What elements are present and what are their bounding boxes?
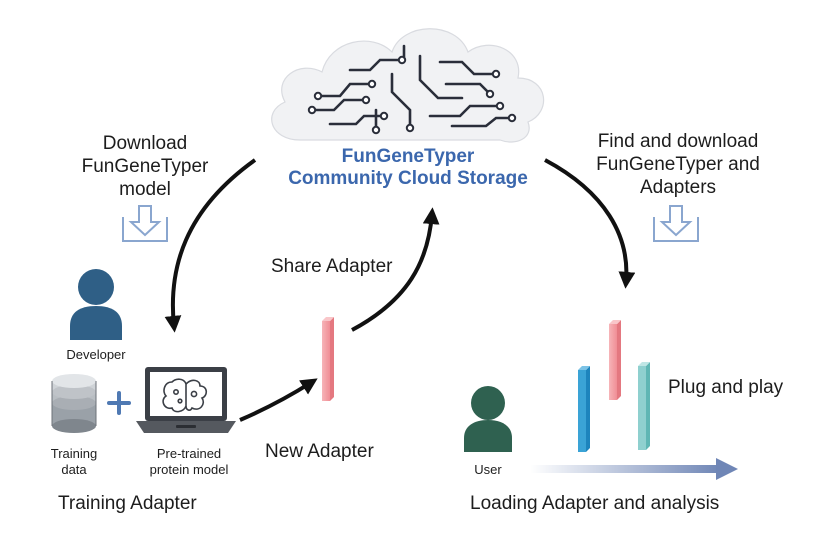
download-model-line2: FunGeneTyper <box>81 156 209 177</box>
adapter-blue-block <box>578 366 590 452</box>
developer-label: Developer <box>66 347 126 362</box>
user-flow-arrow <box>530 458 738 480</box>
share-adapter-arrow <box>351 207 440 332</box>
cloud-title-line2: Community Cloud Storage <box>288 168 528 189</box>
find-download-arrow <box>544 158 636 289</box>
cloud-icon <box>271 28 545 143</box>
database-icon <box>51 374 97 433</box>
developer-person-icon <box>70 269 122 340</box>
adapter-pink-block <box>609 320 621 400</box>
download-icon-right <box>653 205 699 242</box>
download-model-line1: Download <box>102 133 188 154</box>
training-adapter-label: Training Adapter <box>58 493 197 514</box>
download-model-line3: model <box>119 179 171 200</box>
laptop-icon <box>136 367 236 433</box>
plug-and-play-label: Plug and play <box>668 377 784 398</box>
find-download-line3: Adapters <box>639 177 717 198</box>
find-download-line2: FunGeneTyper and <box>596 154 760 175</box>
training-data-line2: data <box>61 462 87 477</box>
find-download-line1: Find and download <box>597 131 759 152</box>
user-label: User <box>474 462 502 477</box>
share-adapter-label: Share Adapter <box>271 256 393 277</box>
new-adapter-block <box>322 317 334 401</box>
new-adapter-label: New Adapter <box>265 441 374 462</box>
download-model-arrow <box>164 158 257 333</box>
training-to-adapter-arrow <box>239 378 318 422</box>
training-data-line1: Training <box>50 446 98 461</box>
cloud-title-line1: FunGeneTyper <box>341 146 475 167</box>
pretrained-model-line2: protein model <box>149 462 229 477</box>
loading-analysis-label: Loading Adapter and analysis <box>470 493 720 514</box>
adapter-teal-block <box>638 362 650 450</box>
download-icon-left <box>122 205 168 242</box>
pretrained-model-line1: Pre-trained <box>156 446 222 461</box>
plus-icon <box>107 391 131 415</box>
user-person-icon <box>464 386 512 452</box>
